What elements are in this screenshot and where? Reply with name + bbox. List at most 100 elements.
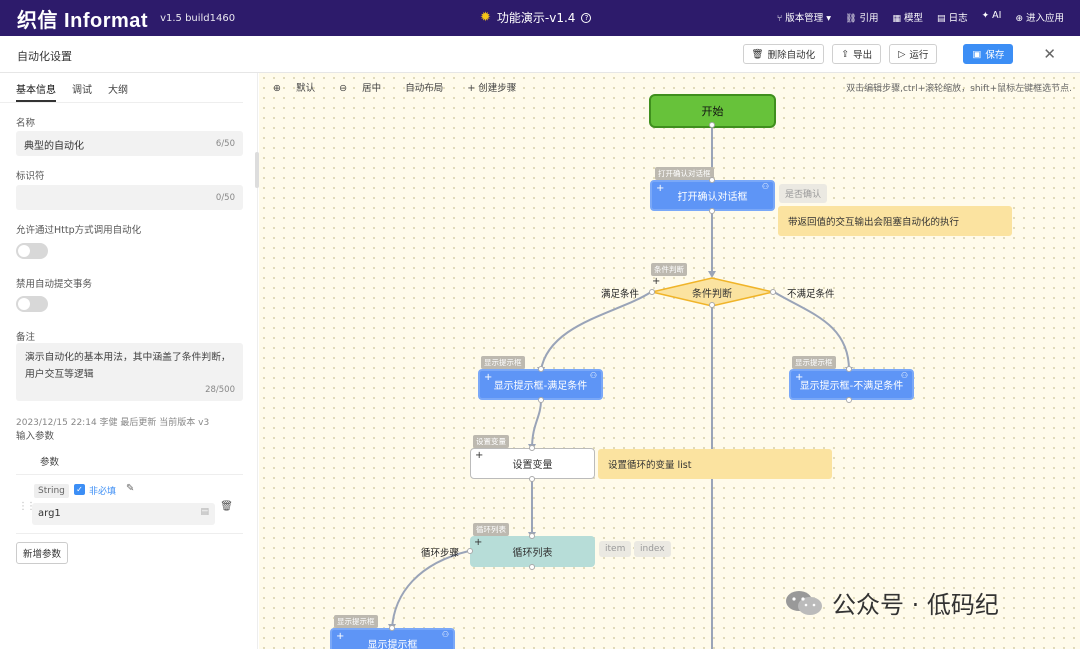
add-param-button[interactable]: 新增参数: [16, 542, 69, 564]
nav-references[interactable]: ⛓引用: [845, 10, 878, 24]
link-icon: ⛓: [845, 14, 857, 24]
nav-logs[interactable]: ▤日志: [937, 10, 968, 24]
node-port[interactable]: [770, 289, 776, 295]
node-port[interactable]: [529, 476, 535, 482]
node-tag: 打开确认对话框: [655, 167, 714, 180]
flow-canvas[interactable]: ⊕ 默认 ⊖ 居中 自动布局 + 创建步骤 双击编辑步骤,ctrl+滚轮缩放，s…: [259, 73, 1080, 649]
node-show-yes[interactable]: + 显示提示框-满足条件 ⚇: [478, 369, 603, 400]
close-icon[interactable]: ✕: [1043, 45, 1056, 63]
drag-handle-icon[interactable]: ⋮⋮: [18, 501, 36, 512]
branch-icon: ⑂: [776, 14, 783, 24]
tab-outline[interactable]: 大纲: [108, 85, 128, 96]
node-port[interactable]: [389, 625, 395, 631]
node-port[interactable]: [467, 548, 473, 554]
identifier-label: 标识符: [16, 171, 45, 182]
create-step-button[interactable]: + 创建步骤: [467, 80, 516, 94]
disable-tx-label: 禁用自动提交事务: [16, 279, 93, 290]
app-logo[interactable]: 织信 Informat: [17, 9, 149, 32]
remark-value: 演示自动化的基本用法，其中涵盖了条件判断，用户交互等逻辑: [25, 352, 231, 380]
param-name-field[interactable]: arg1 ▤: [32, 503, 215, 525]
node-loop-list[interactable]: + 循环列表: [470, 536, 595, 567]
export-button[interactable]: ⇪导出: [832, 44, 882, 64]
delete-automation-button[interactable]: 🗑删除自动化: [742, 44, 825, 64]
export-icon: ⇪: [841, 48, 850, 60]
node-port[interactable]: [846, 397, 852, 403]
plus-icon: +: [652, 276, 661, 287]
branch-yes-label: 满足条件: [601, 289, 640, 300]
tab-debug[interactable]: 调试: [72, 85, 92, 96]
http-call-toggle[interactable]: [16, 243, 48, 259]
nav-ai[interactable]: ✦AI: [982, 10, 1002, 24]
plus-icon: +: [795, 372, 804, 383]
button-label: 保存: [985, 50, 1005, 61]
nav-version-management[interactable]: ⑂版本管理 ▾: [777, 10, 831, 24]
document-icon[interactable]: ▤: [200, 507, 209, 517]
disable-tx-toggle[interactable]: [16, 296, 48, 312]
enter-icon: ⊕: [1015, 14, 1023, 24]
divider: [16, 533, 243, 534]
zoom-out-center-button[interactable]: ⊖ 居中: [339, 80, 381, 94]
remark-char-count: 28/500: [205, 385, 235, 395]
node-port[interactable]: [529, 445, 535, 451]
node-port[interactable]: [649, 289, 655, 295]
nav-label: 日志: [948, 13, 968, 24]
node-port[interactable]: [538, 397, 544, 403]
watermark: 公众号 · 低码纪: [784, 585, 999, 620]
user-icon: ⚇: [441, 630, 449, 639]
node-show-message[interactable]: + 显示提示框 ⚇: [330, 628, 455, 649]
confirm-output-chip: 是否确认: [779, 184, 828, 203]
node-label: 显示提示框: [367, 640, 418, 649]
app-title: ✹ 功能演示-v1.4 ?: [480, 9, 592, 26]
node-open-confirm[interactable]: + 打开确认对话框 ⚇: [650, 180, 775, 211]
button-label: 运行: [909, 50, 929, 61]
auto-layout-button[interactable]: 自动布局: [405, 83, 444, 94]
nav-model[interactable]: ▦模型: [893, 10, 924, 24]
node-label: 循环列表: [512, 548, 553, 559]
top-bar: 织信 Informat v1.5 build1460 ✹ 功能演示-v1.4 ?…: [0, 0, 1080, 36]
node-condition[interactable]: 条件判断: [672, 283, 752, 301]
required-checkbox[interactable]: ✓: [74, 484, 85, 495]
help-icon[interactable]: ?: [581, 12, 592, 23]
node-tag: 显示提示框: [481, 356, 525, 369]
nav-label: 引用: [859, 13, 879, 24]
nav-label: 模型: [904, 13, 924, 24]
node-port[interactable]: [529, 533, 535, 539]
toolbar-label: 创建步骤: [478, 83, 517, 94]
plus-icon: +: [475, 450, 484, 461]
zoom-in-icon: ⊕: [273, 83, 281, 94]
delete-param-icon[interactable]: 🗑: [220, 501, 233, 512]
node-show-no[interactable]: + 显示提示框-不满足条件 ⚇: [789, 369, 914, 400]
header-actions: 🗑删除自动化 ⇪导出 ▷运行 ▣保存 ✕: [742, 44, 1056, 64]
run-button[interactable]: ▷运行: [889, 44, 938, 64]
identifier-field[interactable]: 0/50: [16, 185, 243, 210]
name-value: 典型的自动化: [24, 141, 84, 152]
node-port[interactable]: [846, 366, 852, 372]
node-set-variable[interactable]: + 设置变量: [470, 448, 595, 479]
node-start[interactable]: 开始: [649, 94, 776, 128]
node-label: 开始: [701, 105, 724, 118]
settings-tabs: 基本信息 调试 大纲: [0, 73, 243, 103]
node-port[interactable]: [538, 366, 544, 372]
user-icon: ⚇: [900, 371, 908, 380]
identifier-char-count: 0/50: [215, 193, 235, 203]
remark-textarea[interactable]: 演示自动化的基本用法，其中涵盖了条件判断，用户交互等逻辑 28/500: [16, 343, 243, 401]
tab-basic-info[interactable]: 基本信息: [16, 81, 56, 102]
edit-icon[interactable]: ✎: [126, 483, 135, 494]
name-field[interactable]: 典型的自动化 6/50: [16, 131, 243, 156]
save-button[interactable]: ▣保存: [963, 44, 1014, 64]
zoom-in-default-button[interactable]: ⊕ 默认: [273, 80, 315, 94]
nav-enter-app[interactable]: ⊕进入应用: [1015, 10, 1064, 24]
node-label: 打开确认对话框: [677, 192, 748, 203]
node-port[interactable]: [709, 122, 715, 128]
node-port[interactable]: [709, 208, 715, 214]
wechat-icon: [786, 590, 822, 615]
node-port[interactable]: [709, 302, 715, 308]
node-port[interactable]: [529, 564, 535, 570]
http-call-label: 允许通过Http方式调用自动化: [16, 225, 142, 236]
node-port[interactable]: [709, 177, 715, 183]
panel-resize-handle[interactable]: [255, 152, 259, 188]
param-type-tag[interactable]: String: [34, 484, 69, 498]
input-params-label: 输入参数: [16, 431, 55, 442]
play-icon: ▷: [898, 48, 906, 60]
nav-label: 版本管理 ▾: [785, 13, 832, 24]
